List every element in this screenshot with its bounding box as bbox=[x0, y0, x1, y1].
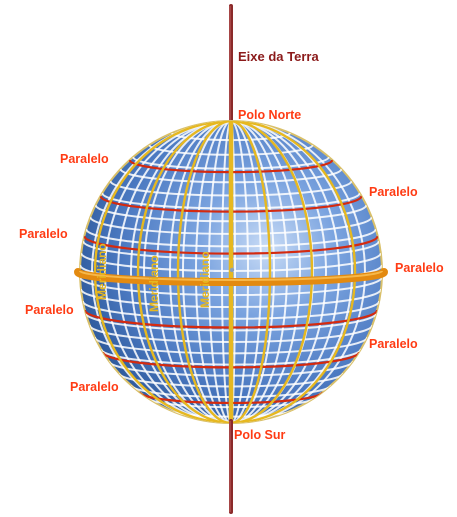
axis-label: Eixe da Terra bbox=[238, 50, 319, 63]
parallel-label: Paralelo bbox=[369, 338, 418, 351]
parallel-label: Paralelo bbox=[395, 262, 444, 275]
parallel-label: Paralelo bbox=[19, 228, 68, 241]
globe-center-point bbox=[230, 268, 234, 272]
meridian-label: Meridiano bbox=[148, 255, 160, 312]
south-pole-label: Polo Sur bbox=[234, 429, 285, 442]
parallel-label: Paralelo bbox=[25, 304, 74, 317]
parallel-label: Paralelo bbox=[60, 153, 109, 166]
north-pole-label: Polo Norte bbox=[238, 109, 301, 122]
meridian-label: Meridiano bbox=[199, 251, 211, 308]
meridian-label: Meridiano bbox=[96, 243, 108, 300]
parallel-label: Paralelo bbox=[369, 186, 418, 199]
parallel-label: Paralelo bbox=[70, 381, 119, 394]
